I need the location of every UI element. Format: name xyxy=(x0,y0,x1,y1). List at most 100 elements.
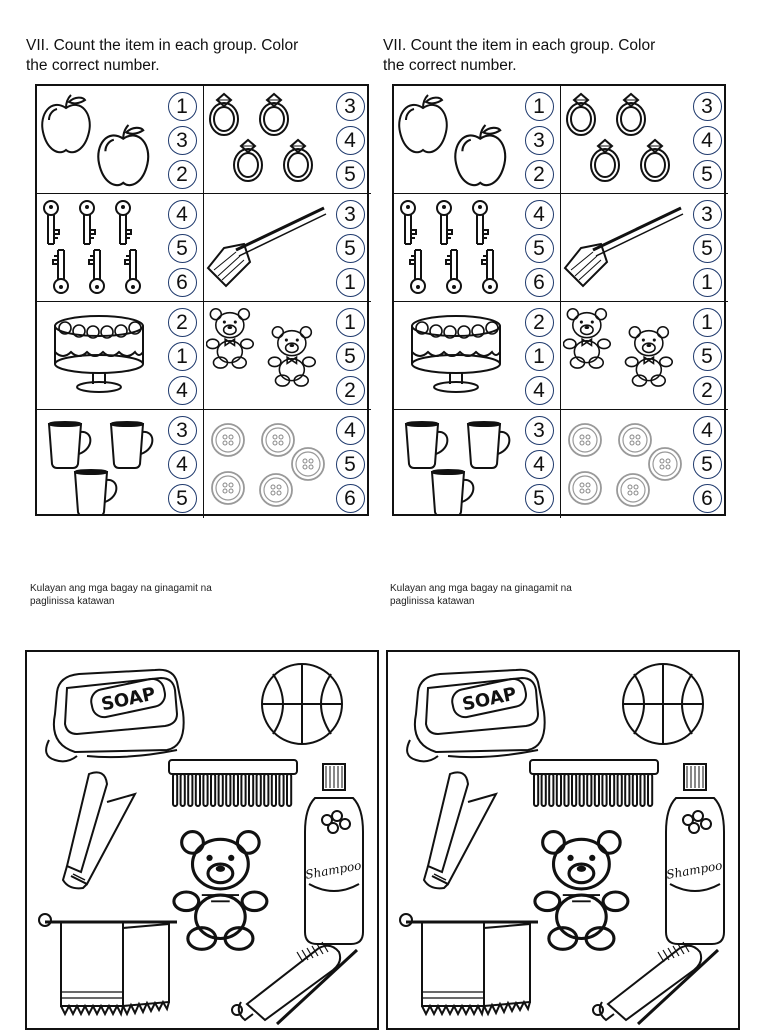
instruction-line: paglinissa katawan xyxy=(390,596,475,607)
number-choice-circle[interactable]: 4 xyxy=(524,449,554,479)
count-cell-teddy-bear: 1 5 2 xyxy=(204,302,371,410)
number-choices: 1 3 2 xyxy=(167,89,197,191)
number-choice-circle[interactable]: 3 xyxy=(524,125,554,155)
instruction-line: paglinissa katawan xyxy=(30,596,115,607)
number-choices: 3 5 1 xyxy=(692,197,722,299)
number-choice-circle[interactable]: 6 xyxy=(167,267,197,297)
number-choice-circle[interactable]: 5 xyxy=(167,233,197,263)
count-cell-mug: 3 4 5 xyxy=(37,410,204,518)
apple-icon xyxy=(97,124,150,187)
number-choice-circle[interactable]: 4 xyxy=(335,125,365,155)
cake-icon xyxy=(54,315,144,393)
broom-group-picture xyxy=(206,206,327,288)
mug-icon xyxy=(47,421,92,469)
button-icon xyxy=(568,423,602,457)
number-choice-circle[interactable]: 1 xyxy=(167,341,197,371)
number-choice-circle[interactable]: 4 xyxy=(692,125,722,155)
number-choice-circle[interactable]: 4 xyxy=(524,199,554,229)
number-choice-circle[interactable]: 4 xyxy=(167,199,197,229)
number-choice-circle[interactable]: 1 xyxy=(524,91,554,121)
broom-group-picture xyxy=(563,206,684,288)
soap-icon: SOAP xyxy=(406,668,546,763)
hygiene-items-illustration[interactable]: SOAP Shampoo xyxy=(27,652,381,1032)
counting-grid-right: 1 3 2 3 4 5 4 5 6 3 5 1 2 1 4 1 5 2 3 4 5 xyxy=(392,84,728,518)
number-choice-circle[interactable]: 3 xyxy=(692,91,722,121)
count-cell-ring: 3 4 5 xyxy=(561,86,728,194)
ring-icon xyxy=(233,138,263,182)
number-choice-circle[interactable]: 1 xyxy=(692,267,722,297)
number-choice-circle[interactable]: 2 xyxy=(335,375,365,405)
number-choices: 1 5 2 xyxy=(692,305,722,407)
button-icon xyxy=(211,423,245,457)
number-choice-circle[interactable]: 5 xyxy=(335,449,365,479)
number-choice-circle[interactable]: 4 xyxy=(335,415,365,445)
button-icon xyxy=(648,447,682,481)
mug-icon xyxy=(109,421,154,469)
number-choice-circle[interactable]: 1 xyxy=(524,341,554,371)
number-choices: 3 4 5 xyxy=(167,413,197,515)
number-choice-circle[interactable]: 1 xyxy=(335,267,365,297)
number-choice-circle[interactable]: 5 xyxy=(692,341,722,371)
count-cell-broom: 3 5 1 xyxy=(204,194,371,302)
number-choice-circle[interactable]: 5 xyxy=(524,233,554,263)
worksheet-title-right: VII. Count the item in each group. Color… xyxy=(383,36,655,76)
key-icon xyxy=(400,200,417,245)
hygiene-items-illustration[interactable]: SOAP Shampoo xyxy=(388,652,742,1032)
key-icon xyxy=(115,200,132,245)
number-choice-circle[interactable]: 6 xyxy=(692,483,722,513)
number-choices: 4 5 6 xyxy=(167,197,197,299)
teddy-bear-icon xyxy=(267,326,317,387)
teddy-bear-icon xyxy=(206,308,255,369)
number-choice-circle[interactable]: 6 xyxy=(335,483,365,513)
number-choice-circle[interactable]: 5 xyxy=(167,483,197,513)
basketball-icon xyxy=(622,663,704,745)
number-choices: 3 4 5 xyxy=(692,89,722,191)
number-choice-circle[interactable]: 1 xyxy=(167,91,197,121)
number-choice-circle[interactable]: 4 xyxy=(692,415,722,445)
number-choice-circle[interactable]: 3 xyxy=(335,91,365,121)
number-choice-circle[interactable]: 5 xyxy=(335,341,365,371)
apple-icon xyxy=(398,94,448,154)
number-choice-circle[interactable]: 5 xyxy=(335,159,365,189)
shampoo-icon: Shampoo xyxy=(665,763,725,945)
number-choice-circle[interactable]: 3 xyxy=(692,199,722,229)
worksheet-title-left: VII. Count the item in each group. Color… xyxy=(26,36,298,76)
key-icon xyxy=(43,200,60,245)
number-choice-circle[interactable]: 5 xyxy=(692,449,722,479)
counting-grid-left: 1 3 2 3 4 5 4 5 6 3 5 1 2 1 4 1 5 2 3 4 5 xyxy=(35,84,371,518)
number-choice-circle[interactable]: 2 xyxy=(524,307,554,337)
number-choice-circle[interactable]: 2 xyxy=(167,159,197,189)
number-choice-circle[interactable]: 1 xyxy=(335,307,365,337)
teddy-bear-group-picture xyxy=(563,308,674,387)
number-choices: 2 1 4 xyxy=(167,305,197,407)
nail-clipper-icon xyxy=(422,771,498,890)
mug-icon xyxy=(430,469,475,514)
number-choice-circle[interactable]: 3 xyxy=(335,199,365,229)
number-choice-circle[interactable]: 5 xyxy=(524,483,554,513)
number-choice-circle[interactable]: 4 xyxy=(167,375,197,405)
number-choice-circle[interactable]: 5 xyxy=(692,159,722,189)
number-choice-circle[interactable]: 3 xyxy=(167,415,197,445)
number-choice-circle[interactable]: 6 xyxy=(524,267,554,297)
number-choice-circle[interactable]: 2 xyxy=(524,159,554,189)
number-choice-circle[interactable]: 4 xyxy=(167,449,197,479)
number-choice-circle[interactable]: 2 xyxy=(692,375,722,405)
number-choice-circle[interactable]: 4 xyxy=(524,375,554,405)
mug-icon xyxy=(404,421,449,469)
number-choice-circle[interactable]: 2 xyxy=(167,307,197,337)
hygiene-instruction-right: Kulayan ang mga bagay na ginagamit na pa… xyxy=(390,582,572,608)
ring-icon xyxy=(590,138,620,182)
title-line: the correct number. xyxy=(26,57,160,74)
count-cell-key: 4 5 6 xyxy=(37,194,204,302)
number-choice-circle[interactable]: 1 xyxy=(692,307,722,337)
number-choice-circle[interactable]: 3 xyxy=(524,415,554,445)
key-icon xyxy=(124,249,141,294)
instruction-line: Kulayan ang mga bagay na ginagamit na xyxy=(390,583,572,594)
button-icon xyxy=(211,471,245,505)
number-choice-circle[interactable]: 5 xyxy=(335,233,365,263)
count-cell-cake: 2 1 4 xyxy=(394,302,561,410)
number-choices: 3 4 5 xyxy=(335,89,365,191)
ring-icon xyxy=(566,92,596,136)
number-choice-circle[interactable]: 3 xyxy=(167,125,197,155)
number-choice-circle[interactable]: 5 xyxy=(692,233,722,263)
